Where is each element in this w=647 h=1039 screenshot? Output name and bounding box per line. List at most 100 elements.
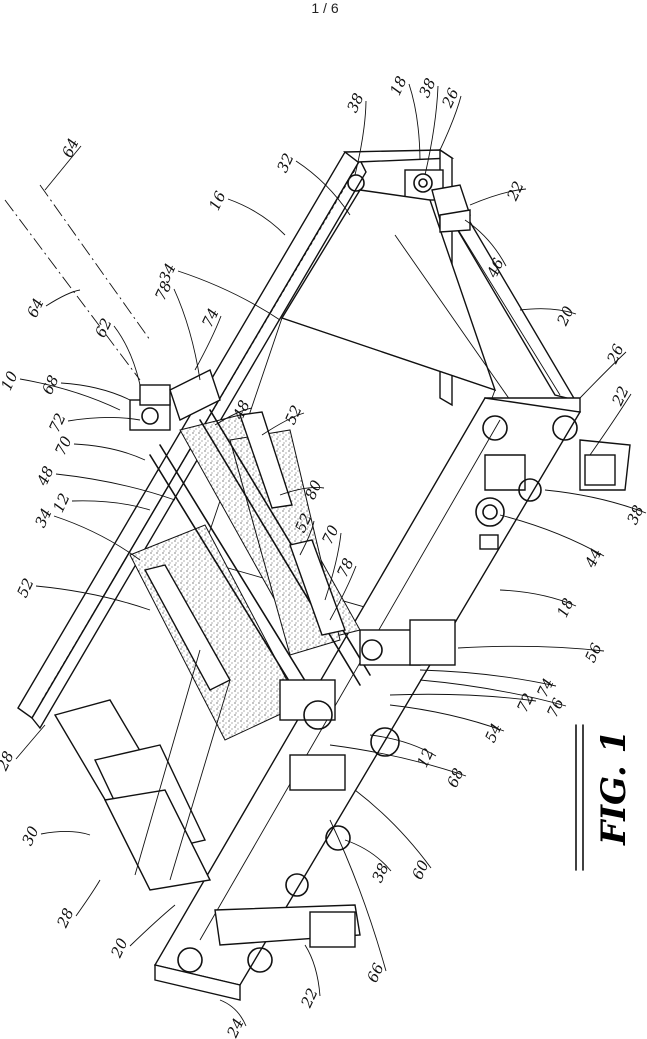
reference-numeral-n22c: 22 xyxy=(297,985,322,1011)
leader-line-n38b xyxy=(424,85,439,176)
leader-line-n78b xyxy=(329,565,357,621)
reference-numeral-n56: 56 xyxy=(581,640,606,665)
reference-numeral-n20a: 20 xyxy=(553,303,578,329)
leader-line-n74a xyxy=(194,315,222,371)
leader-line-n16 xyxy=(227,198,286,236)
leader-line-n44 xyxy=(499,514,605,557)
reference-numeral-n38a: 38 xyxy=(343,90,367,115)
mounting-pads xyxy=(177,415,578,973)
reference-numeral-n20b: 20 xyxy=(107,935,132,961)
reference-numeral-n12a: 12 xyxy=(49,490,73,515)
leader-line-n48a xyxy=(214,407,253,426)
drive-assembly xyxy=(279,619,456,791)
reference-numeral-n48b: 48 xyxy=(33,463,58,489)
leader-line-n38d xyxy=(344,839,392,872)
leader-line-n22c xyxy=(304,944,321,997)
leader-line-n52c xyxy=(35,585,151,611)
leader-line-n22a xyxy=(469,188,527,206)
leader-line-n20a xyxy=(519,308,577,315)
reference-numeral-n10: 10 xyxy=(0,368,22,393)
slats xyxy=(53,649,231,891)
reference-numeral-n68a: 68 xyxy=(38,372,62,397)
leg-right-mid xyxy=(484,439,631,491)
figure-label: FIG. 1 xyxy=(575,724,634,871)
reference-numeral-n72a: 72 xyxy=(45,410,69,435)
reference-numeral-n30: 30 xyxy=(18,823,43,848)
leader-line-n32 xyxy=(295,160,351,216)
reference-numeral-n68b: 68 xyxy=(443,765,467,790)
leader-line-n34a xyxy=(177,270,281,321)
reference-numeral-n32: 32 xyxy=(273,150,297,175)
leader-line-n80 xyxy=(279,487,325,496)
reference-numeral-n38c: 38 xyxy=(623,502,647,527)
leader-line-n30 xyxy=(40,831,91,836)
bearing xyxy=(475,497,505,550)
leader-line-n12b xyxy=(369,734,437,757)
sheet-number: 1 / 6 xyxy=(311,0,339,16)
reference-numeral-n52c: 52 xyxy=(13,575,37,600)
leader-line-n64b xyxy=(45,289,81,307)
leader-lines xyxy=(15,83,647,1027)
leader-line-n68a xyxy=(60,382,131,401)
axis-lines xyxy=(4,184,151,381)
main-frame-near xyxy=(153,397,582,1001)
leg-left-bottom xyxy=(214,904,361,948)
leader-line-n24 xyxy=(219,999,247,1027)
leader-line-n54 xyxy=(389,704,505,732)
reference-numeral-n12b: 12 xyxy=(413,745,437,770)
leader-line-n74b xyxy=(419,669,557,687)
leader-line-n78a xyxy=(173,288,201,381)
leader-line-n60 xyxy=(354,789,432,869)
reference-numeral-n22b: 22 xyxy=(608,383,633,409)
figure-label-text: FIG. 1 xyxy=(594,730,634,846)
side-panels xyxy=(143,411,346,691)
reference-numeral-n44: 44 xyxy=(581,545,606,571)
reference-numeral-n18a: 18 xyxy=(386,73,410,98)
leader-line-n34b xyxy=(53,515,141,561)
leader-line-n62 xyxy=(113,325,141,386)
leader-line-n10 xyxy=(19,378,121,411)
leader-line-n48b xyxy=(55,473,176,501)
leader-line-n64a xyxy=(44,145,82,191)
leader-line-n56 xyxy=(457,645,605,652)
leader-line-n28a xyxy=(15,724,46,760)
leader-line-n22b xyxy=(589,393,632,456)
reference-numeral-n26a: 26 xyxy=(438,85,463,111)
reference-numeral-n60: 60 xyxy=(408,857,433,882)
upper-carriage xyxy=(129,369,221,431)
leader-line-n72b xyxy=(389,693,537,702)
leader-line-n66 xyxy=(329,819,387,972)
leader-line-n18a xyxy=(408,83,421,161)
leader-line-n18b xyxy=(499,589,577,607)
leader-line-n76 xyxy=(419,679,567,707)
reference-numeral-n70a: 70 xyxy=(51,433,76,458)
leg-right-top xyxy=(431,184,471,233)
reference-numeral-n28a: 28 xyxy=(0,748,18,774)
leader-line-n70b xyxy=(324,532,342,601)
leader-line-n20b xyxy=(129,904,176,947)
leader-line-n38c xyxy=(544,489,647,514)
leader-line-n70a xyxy=(73,443,146,461)
reference-numeral-n52a: 52 xyxy=(281,402,305,427)
reference-numeral-n16: 16 xyxy=(205,188,230,213)
reference-numeral-n74b: 74 xyxy=(533,675,557,700)
reference-numeral-n64b: 64 xyxy=(23,295,47,320)
reference-numeral-n38b: 38 xyxy=(415,75,439,100)
leader-line-n28b xyxy=(75,879,101,917)
leader-line-n52a xyxy=(261,412,305,436)
leader-line-n26b xyxy=(579,351,627,399)
reference-numeral-n38d: 38 xyxy=(368,860,392,885)
reference-numeral-n24: 24 xyxy=(223,1015,248,1039)
reference-numeral-n74a: 74 xyxy=(198,305,222,330)
leader-line-n68b xyxy=(329,744,467,777)
leader-line-n46 xyxy=(464,219,507,267)
leader-line-n38a xyxy=(354,100,367,176)
leader-line-n12a xyxy=(71,500,151,511)
reference-numeral-n28b: 28 xyxy=(53,905,78,931)
reference-numeral-n22a: 22 xyxy=(503,178,528,204)
leader-line-n52b xyxy=(299,520,315,556)
leader-line-n26a xyxy=(439,95,462,151)
leader-line-n72a xyxy=(67,417,141,422)
